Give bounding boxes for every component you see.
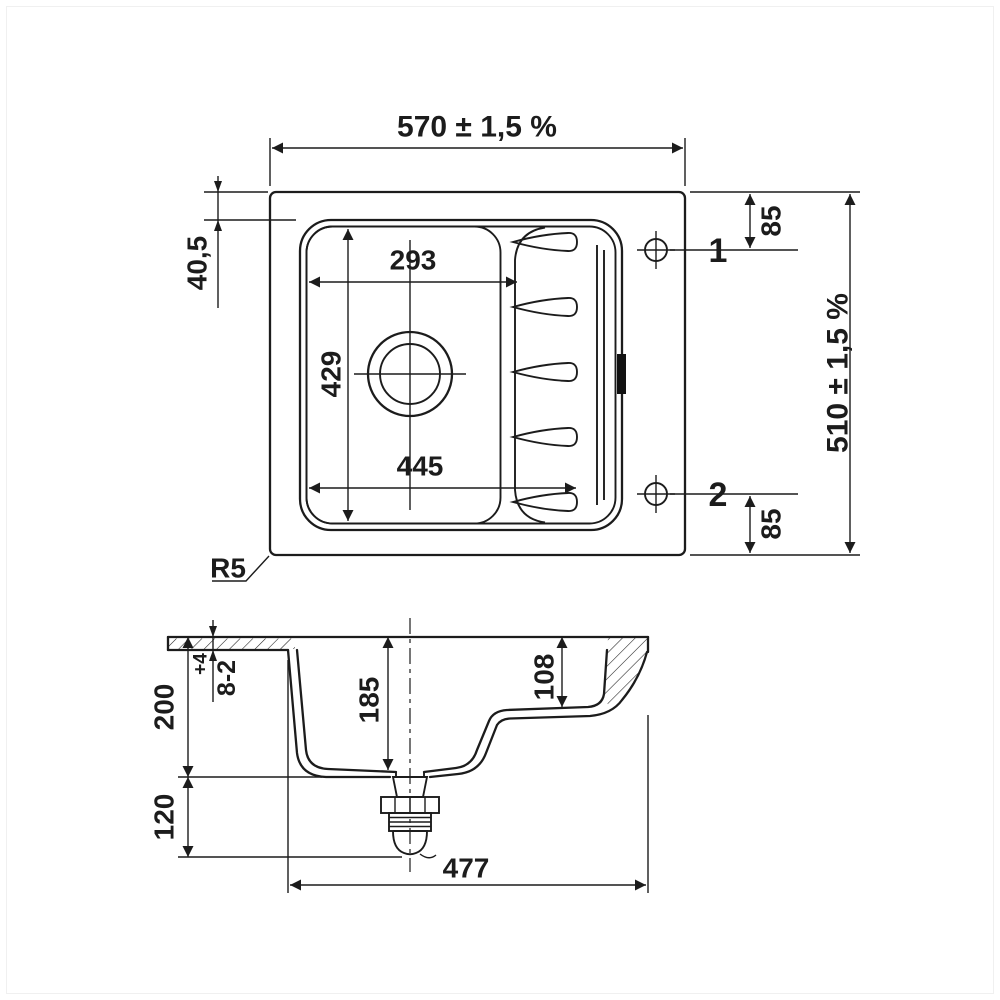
hole-2-number: 2	[709, 476, 728, 514]
dim-label-width: 570 ± 1,5 %	[397, 111, 557, 144]
dim-label-hole2-offset: 85	[756, 508, 787, 539]
dim-label-drainer-depth: 108	[529, 654, 560, 701]
drainer-ribs	[509, 232, 605, 512]
bowl-inner-wall-right	[422, 648, 609, 774]
drainer-rib	[509, 232, 578, 252]
bowl-edge	[305, 225, 502, 525]
bowl-drainer-transition	[514, 226, 546, 524]
drainer-rib	[509, 297, 578, 317]
dim-label-corner-radius: R5	[210, 553, 246, 584]
drainer-rib	[509, 492, 578, 512]
dim-label-overall-depth: 200	[149, 684, 180, 731]
bowl-outer-wall-left	[286, 648, 392, 779]
right-wall-hatch	[604, 638, 647, 710]
dim-label-bowl-height: 429	[316, 351, 347, 398]
top-view-dimensions: 570 ± 1,5 % 40,5 293 429 445 85	[182, 111, 860, 584]
dim-label-rim-offset: 40,5	[182, 236, 213, 291]
bowl-inner-wall-left	[295, 648, 398, 774]
top-view	[268, 190, 687, 557]
dim-label-bowl-top-width: 293	[390, 245, 437, 276]
drainer-rib	[509, 427, 578, 447]
dim-label-opening-width: 445	[397, 451, 444, 482]
mounting-hole-2	[637, 475, 675, 513]
dim-label-base-width: 477	[443, 853, 490, 884]
dim-label-height: 510 ± 1,5 %	[822, 293, 855, 453]
dim-label-bowl-depth: 185	[354, 677, 385, 724]
section-dimensions: 200 120 +4 8-2 185 108 477	[149, 620, 649, 893]
drain-cap	[392, 830, 428, 856]
flange-hatch-left	[169, 638, 295, 649]
sink-outer-body	[268, 190, 687, 557]
dim-label-flange-thickness: 8-2	[213, 660, 241, 696]
drain-assembly	[380, 618, 440, 872]
mounting-hole-1	[637, 231, 675, 269]
sink-rim-inner	[305, 225, 617, 525]
drainer-rib	[509, 362, 578, 382]
drain-cap-tail	[419, 853, 437, 859]
section-view	[166, 618, 650, 872]
dim-label-hole1-offset: 85	[756, 205, 787, 236]
bowl-outer-wall-right	[428, 650, 649, 779]
overflow-slot	[617, 354, 626, 394]
hole-1-number: 1	[709, 232, 728, 270]
dim-label-flange-tolerance: +4	[191, 653, 212, 675]
dim-label-drain-height: 120	[149, 794, 180, 841]
